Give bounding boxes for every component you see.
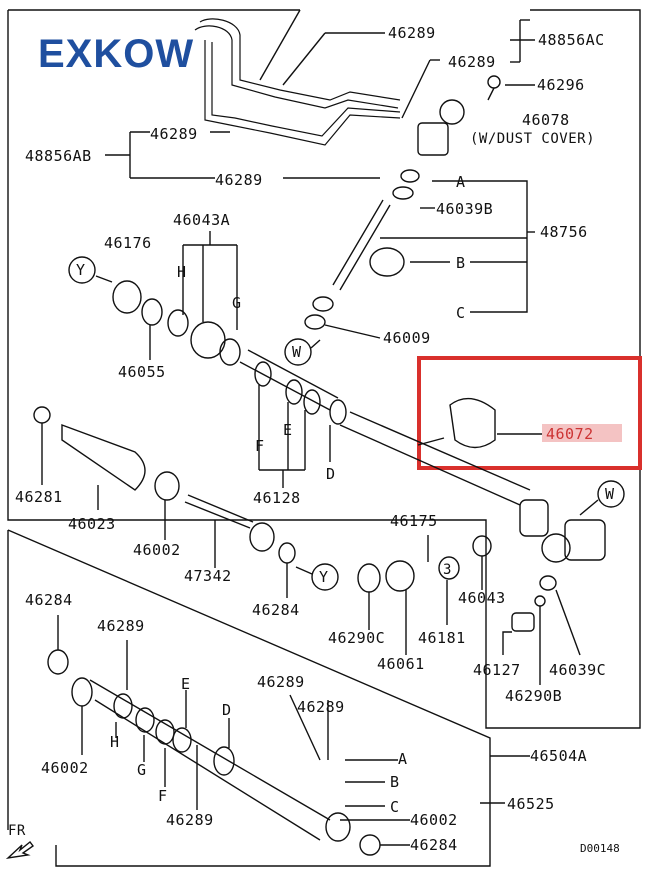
- part-label: 46525: [507, 795, 555, 813]
- part-label: 46039B: [436, 200, 494, 218]
- part-label: 47342: [184, 567, 232, 585]
- part-label: 46290B: [505, 687, 563, 705]
- part-label: 46078: [522, 111, 570, 129]
- part-label: B: [390, 773, 400, 791]
- part-label: 46039C: [549, 661, 607, 679]
- part-label: 46128: [253, 489, 301, 507]
- part-label: F: [255, 437, 265, 455]
- part-label: D: [222, 701, 232, 719]
- part-label: 48856AB: [25, 147, 92, 165]
- fr-label: FR: [8, 823, 26, 839]
- part-label: G: [137, 761, 147, 779]
- part-label: C: [456, 304, 466, 322]
- part-label: 46290C: [328, 629, 386, 647]
- part-label: 46284: [410, 836, 458, 854]
- part-label: 46281: [15, 488, 63, 506]
- part-label: 48856AC: [538, 31, 605, 49]
- part-label: B: [456, 254, 466, 272]
- highlight-background: [542, 424, 622, 442]
- part-label: E: [181, 675, 191, 693]
- part-label: 46289: [150, 125, 198, 143]
- part-label: 46289: [97, 617, 145, 635]
- part-label: 46175: [390, 512, 438, 530]
- callout-letter: Y: [319, 568, 329, 586]
- part-label: 46289: [257, 673, 305, 691]
- part-label: A: [398, 750, 408, 768]
- part-label: 46061: [377, 655, 425, 673]
- highlighted-part-label: 46072: [546, 425, 594, 443]
- part-label: D: [326, 465, 336, 483]
- part-label: H: [177, 263, 187, 281]
- part-label: 46181: [418, 629, 466, 647]
- part-label: 46043: [458, 589, 506, 607]
- part-label: E: [283, 421, 293, 439]
- drawing-code: D00148: [580, 842, 620, 855]
- callout-letter: W: [292, 343, 302, 361]
- part-label: 3: [443, 562, 452, 578]
- part-label: C: [390, 798, 400, 816]
- part-label: 46009: [383, 329, 431, 347]
- part-label: G: [232, 294, 242, 312]
- part-label: 46289: [166, 811, 214, 829]
- part-label: 46289: [448, 53, 496, 71]
- part-label: 46284: [252, 601, 300, 619]
- callout-letter: W: [605, 485, 615, 503]
- part-label: 46504A: [530, 747, 588, 765]
- part-label: A: [456, 173, 466, 191]
- part-label: 46296: [537, 76, 585, 94]
- dust-cover-note: (W/DUST COVER): [470, 131, 596, 147]
- part-label: 46176: [104, 234, 152, 252]
- part-label: H: [110, 733, 120, 751]
- part-label: F: [158, 787, 168, 805]
- brand-logo: EXKOW: [38, 32, 195, 76]
- part-label: 46055: [118, 363, 166, 381]
- part-label: 46023: [68, 515, 116, 533]
- part-label: 46127: [473, 661, 521, 679]
- part-label: 46289: [215, 171, 263, 189]
- part-label: 46043A: [173, 211, 231, 229]
- part-label: 46289: [388, 24, 436, 42]
- part-label: 46002: [410, 811, 458, 829]
- part-label: 48756: [540, 223, 588, 241]
- callout-letter: Y: [76, 261, 86, 279]
- part-label: 46289: [297, 698, 345, 716]
- part-label: 46002: [41, 759, 89, 777]
- part-label: 46284: [25, 591, 73, 609]
- part-label: 46002: [133, 541, 181, 559]
